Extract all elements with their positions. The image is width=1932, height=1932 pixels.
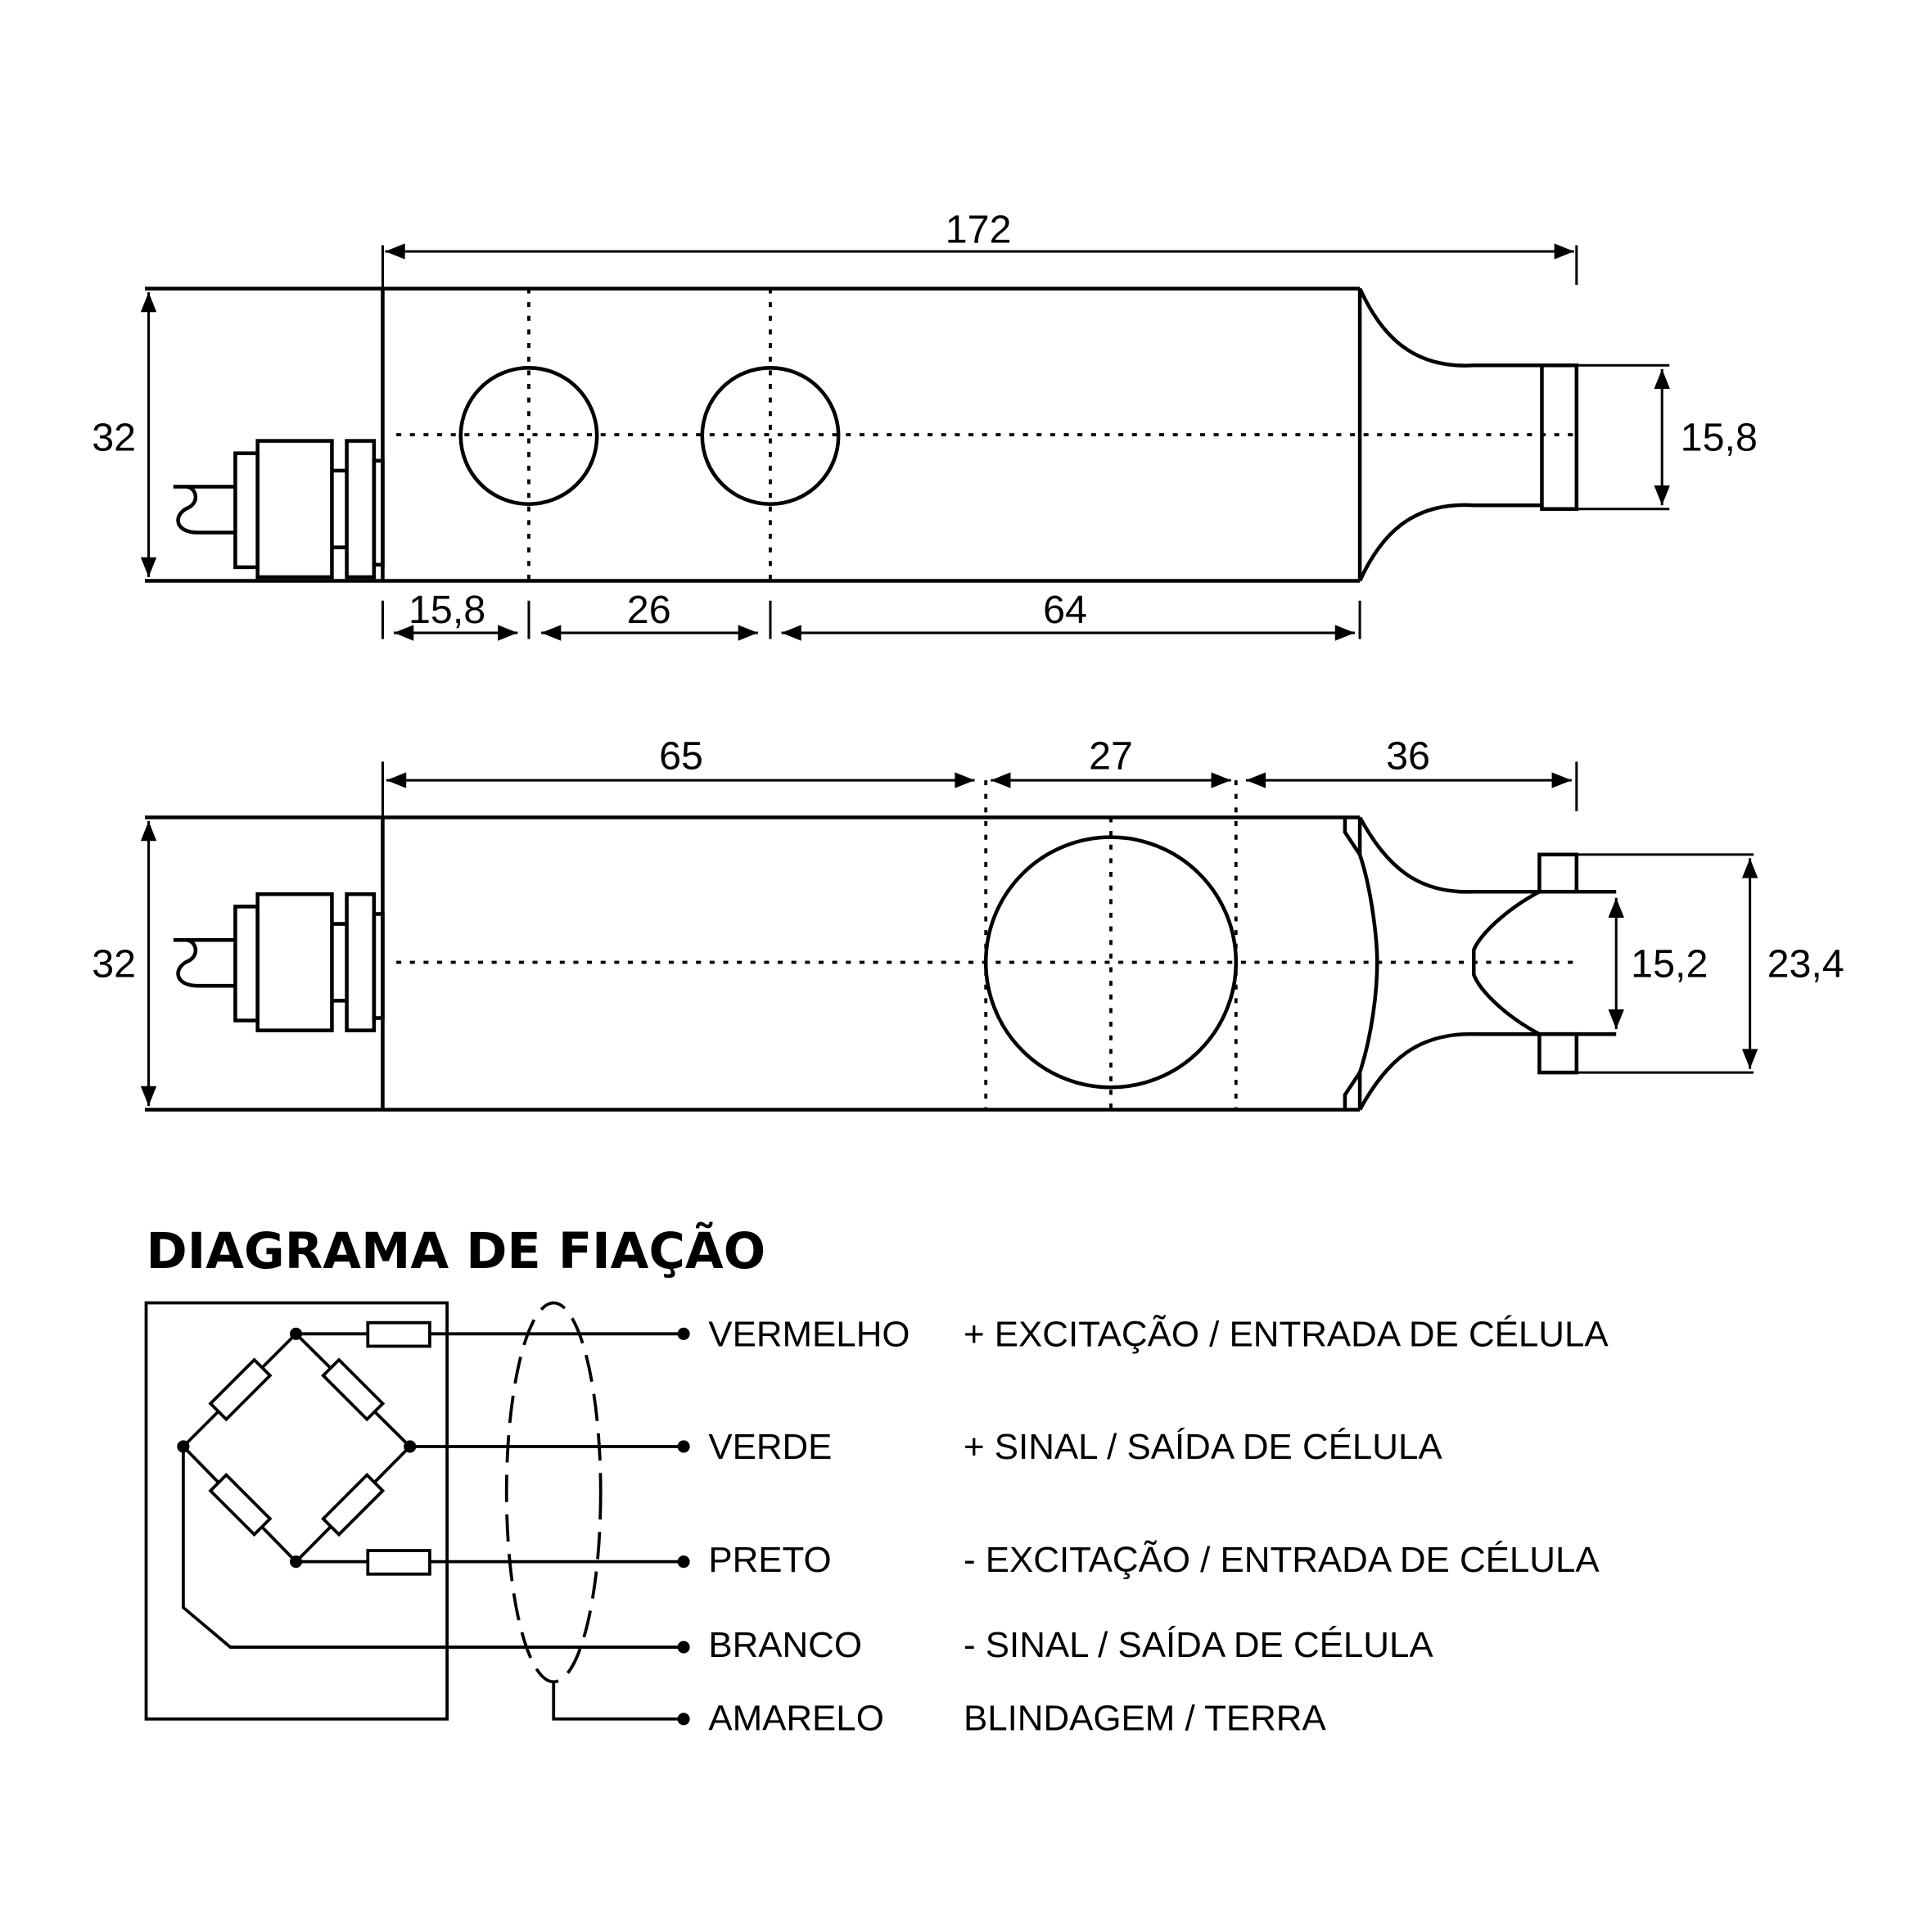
dim-overall-length: 172 bbox=[946, 208, 1012, 252]
wire-row-yellow: AMARELO BLINDAGEM / TERRA bbox=[708, 1698, 1326, 1738]
wire-color: AMARELO bbox=[708, 1698, 883, 1738]
dim-hole-to-end: 64 bbox=[1043, 588, 1087, 632]
wiring-title: DIAGRAMA DE FIAÇÃO bbox=[147, 1221, 766, 1280]
wire-color: VERDE bbox=[708, 1427, 832, 1467]
dim-height: 32 bbox=[92, 416, 136, 460]
dim-hole-diameter: 27 bbox=[1089, 734, 1133, 778]
connector bbox=[173, 439, 385, 580]
wire-function: BLINDAGEM / TERRA bbox=[964, 1698, 1326, 1738]
dim-length-to-hole: 65 bbox=[659, 734, 703, 778]
connector bbox=[173, 892, 385, 1032]
wire-color: VERMELHO bbox=[708, 1314, 910, 1354]
dim-height: 32 bbox=[92, 942, 136, 986]
dim-tip-width: 15,8 bbox=[1681, 416, 1758, 460]
wire-color: PRETO bbox=[708, 1540, 831, 1580]
wire-function: - EXCITAÇÃO / ENTRADA DE CÉLULA bbox=[964, 1539, 1600, 1580]
wire-color: BRANCO bbox=[708, 1625, 862, 1665]
wiring-diagram: DIAGRAMA DE FIAÇÃO VERMELHO + EXCITAÇÃO … bbox=[144, 1221, 1609, 1738]
wire-function: - SINAL / SAÍDA DE CÉLULA bbox=[964, 1625, 1433, 1665]
wire-row-green: VERDE + SINAL / SAÍDA DE CÉLULA bbox=[708, 1427, 1442, 1467]
top-view: 172 32 15,8 15,8 26 64 bbox=[92, 208, 1758, 641]
wire-function: + EXCITAÇÃO / ENTRADA DE CÉLULA bbox=[964, 1313, 1609, 1354]
cable-shield bbox=[504, 1301, 603, 1684]
wire-row-red: VERMELHO + EXCITAÇÃO / ENTRADA DE CÉLULA bbox=[708, 1313, 1609, 1354]
wire-row-white: BRANCO - SINAL / SAÍDA DE CÉLULA bbox=[708, 1625, 1433, 1665]
load-hole bbox=[983, 835, 1239, 1090]
mount-hole-2 bbox=[700, 366, 841, 506]
mount-hole-1 bbox=[458, 366, 599, 506]
dim-hole-to-end: 36 bbox=[1386, 734, 1430, 778]
wire-row-black: PRETO - EXCITAÇÃO / ENTRADA DE CÉLULA bbox=[708, 1539, 1600, 1580]
wire-function: + SINAL / SAÍDA DE CÉLULA bbox=[964, 1427, 1442, 1467]
dim-hole1-offset: 15,8 bbox=[409, 588, 485, 632]
dim-inner-width: 15,2 bbox=[1631, 942, 1708, 986]
dim-outer-width: 23,4 bbox=[1767, 942, 1844, 986]
side-view: 65 27 36 32 15,2 23,4 bbox=[92, 734, 1844, 1112]
dim-hole-spacing: 26 bbox=[627, 588, 671, 632]
bridge-resistors bbox=[208, 1357, 386, 1537]
